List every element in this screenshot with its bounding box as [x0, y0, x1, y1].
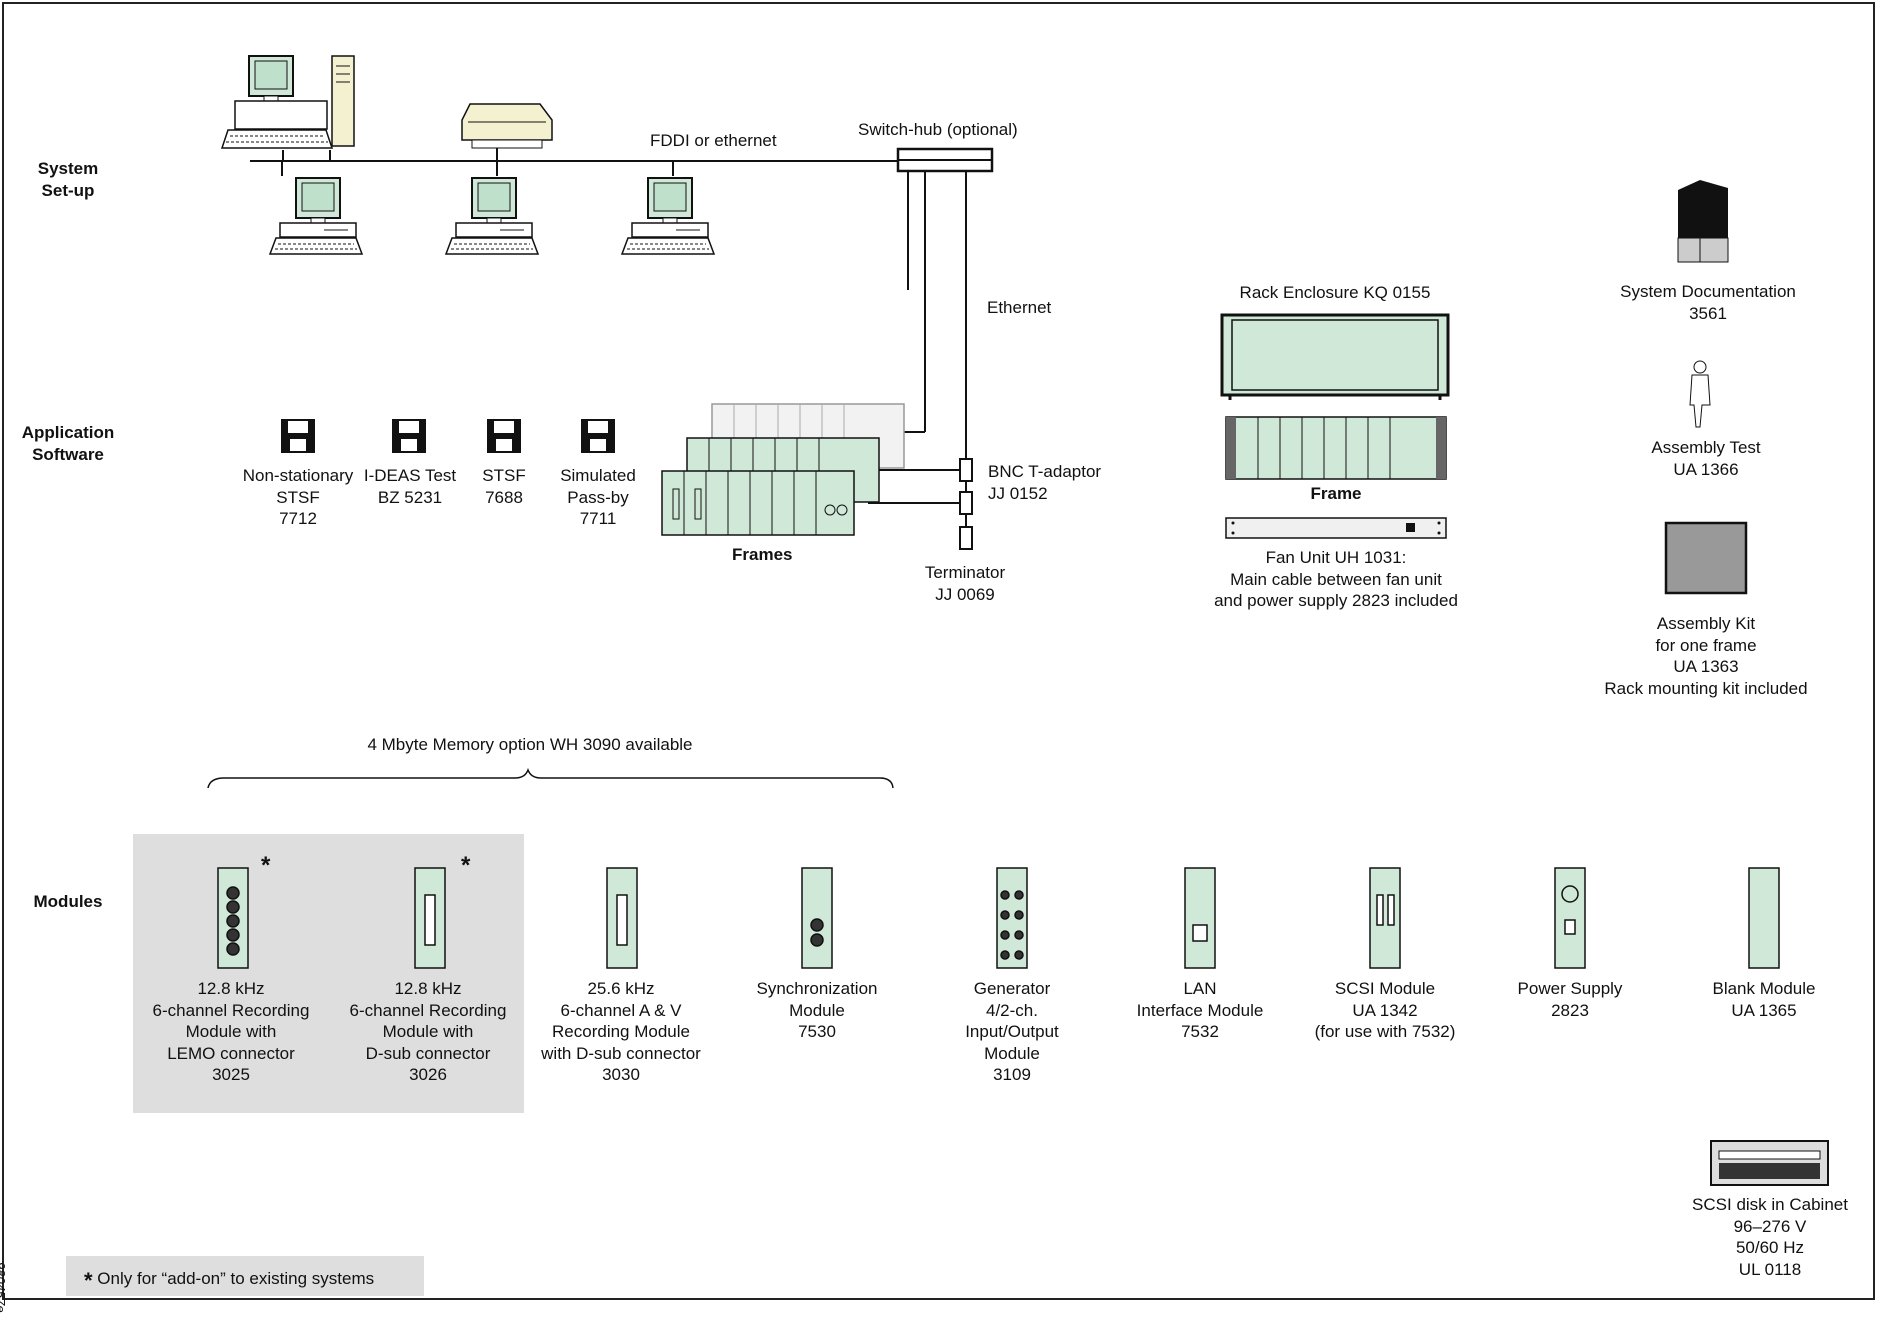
assembly-kit-box	[1664, 521, 1748, 595]
workstation-1	[270, 178, 362, 254]
module-drawings	[217, 867, 1780, 969]
floppy-7711	[581, 419, 615, 453]
ethernet-label: Ethernet	[987, 298, 1052, 317]
workstation-2	[446, 178, 538, 254]
memory-option-label: 4 Mbyte Memory option WH 3090 available	[367, 735, 693, 754]
fan-unit-drawing	[1225, 517, 1447, 539]
fan-unit-label: Fan Unit UH 1031:Main cable between fan …	[1214, 548, 1458, 610]
section-modules: Modules	[33, 892, 103, 911]
memory-brace	[207, 767, 894, 789]
workstation-top	[220, 55, 355, 149]
footnote-box	[66, 1256, 424, 1296]
workstation-3	[622, 178, 714, 254]
module-star-3026: *	[461, 852, 471, 879]
add-on-highlight	[133, 834, 524, 1113]
switch-hub-label: Switch-hub (optional)	[858, 120, 1018, 139]
footnote-text: Only for “add-on” to existing systems	[97, 1269, 375, 1288]
module-star-3025: *	[261, 852, 271, 879]
assembly-test-figure	[1689, 360, 1711, 428]
page-frame	[2, 2, 1875, 1300]
floppy-7712	[281, 419, 315, 453]
figure-id: 980457e	[0, 1262, 8, 1313]
documentation-binder	[1677, 180, 1729, 263]
frames-label: Frames	[732, 545, 793, 564]
scsi-disk-drawing	[1710, 1140, 1829, 1186]
footnote: * Only for “add-on” to existing systems	[84, 1268, 374, 1294]
printer	[461, 103, 553, 149]
network-lines	[250, 147, 994, 550]
fddi-label: FDDI or ethernet	[650, 131, 777, 150]
frames-stack	[661, 403, 905, 536]
rack-frame-label: Frame	[1310, 484, 1362, 503]
rack-enclosure-label: Rack Enclosure KQ 0155	[1239, 283, 1431, 302]
floppy-7688	[487, 419, 521, 453]
footnote-star: *	[84, 1268, 93, 1293]
rack-enclosure-drawing	[1220, 313, 1450, 400]
frame-drawing	[1225, 416, 1447, 480]
floppy-bz5231	[392, 419, 426, 453]
